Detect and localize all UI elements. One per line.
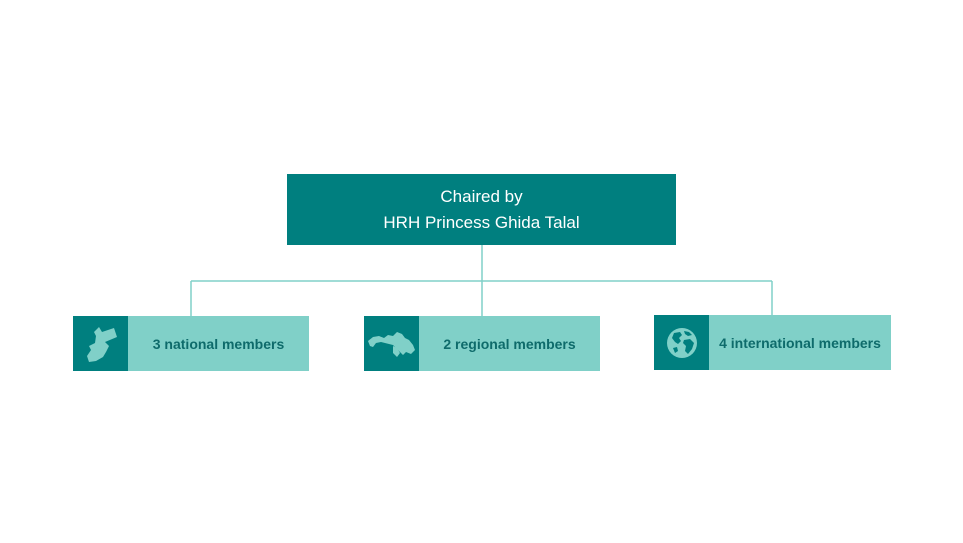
regional-members-box: 2 regional members (364, 316, 600, 371)
international-members-label: 4 international members (709, 315, 891, 370)
international-members-box: 4 international members (654, 315, 891, 370)
international-icon-cell (654, 315, 709, 370)
regional-members-label: 2 regional members (419, 316, 600, 371)
national-members-box: 3 national members (73, 316, 309, 371)
arab-region-map-icon (367, 331, 415, 357)
national-icon-cell (73, 316, 128, 371)
jordan-map-icon (86, 326, 117, 362)
chair-box: Chaired by HRH Princess Ghida Talal (287, 174, 676, 245)
regional-icon-cell (364, 316, 419, 371)
national-members-label: 3 national members (128, 316, 309, 371)
chair-line-2: HRH Princess Ghida Talal (383, 212, 580, 232)
chair-line-1: Chaired by (440, 186, 523, 206)
globe-icon (666, 327, 697, 358)
